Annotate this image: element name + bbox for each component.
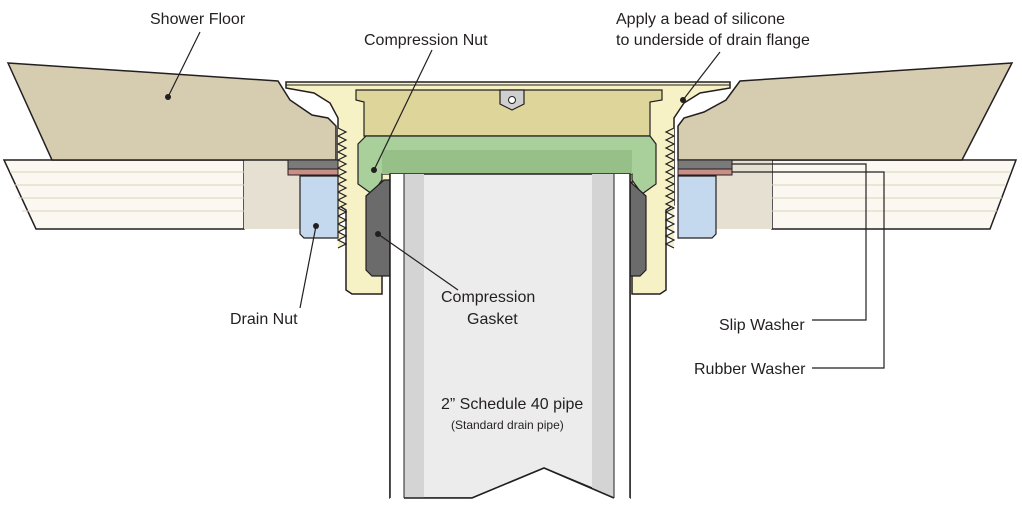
leader-dots bbox=[165, 94, 686, 237]
shower-floor bbox=[6, 62, 1014, 161]
drain-pipe bbox=[389, 173, 631, 510]
label-shower-floor: Shower Floor bbox=[150, 11, 246, 28]
label-silicone-line2: to underside of drain flange bbox=[616, 32, 810, 49]
gasket-left bbox=[365, 179, 391, 277]
shower-floor-right bbox=[677, 62, 1014, 161]
drain-nut-right bbox=[677, 175, 717, 239]
slip-washer-left bbox=[287, 159, 339, 170]
label-slip-washer: Slip Washer bbox=[719, 317, 805, 334]
drain-body bbox=[285, 81, 731, 295]
label-drain-nut: Drain Nut bbox=[230, 311, 298, 328]
label-rubber-washer: Rubber Washer bbox=[694, 361, 806, 378]
label-pipe-line1: 2” Schedule 40 pipe bbox=[441, 396, 583, 413]
slip-washer-right bbox=[677, 159, 733, 170]
leader-lines bbox=[167, 31, 885, 369]
label-compression-gasket-line2: Gasket bbox=[467, 311, 518, 328]
shower-floor-left bbox=[6, 62, 337, 161]
label-pipe-line2: (Standard drain pipe) bbox=[451, 418, 564, 432]
drain-nut bbox=[299, 175, 717, 239]
drain-nut-left bbox=[299, 175, 339, 239]
subfloor-left bbox=[2, 159, 245, 230]
rubber-washer-right bbox=[677, 168, 733, 176]
label-compression-gasket-line1: Compression bbox=[441, 289, 535, 306]
compression-nut-band bbox=[382, 150, 632, 174]
label-silicone-line1: Apply a bead of silicone bbox=[616, 11, 785, 28]
rubber-washer-left bbox=[287, 168, 339, 176]
subfloor bbox=[2, 159, 1018, 230]
drain-threads bbox=[336, 127, 676, 249]
label-compression-nut: Compression Nut bbox=[364, 32, 488, 49]
subfloor-right bbox=[771, 159, 1018, 230]
